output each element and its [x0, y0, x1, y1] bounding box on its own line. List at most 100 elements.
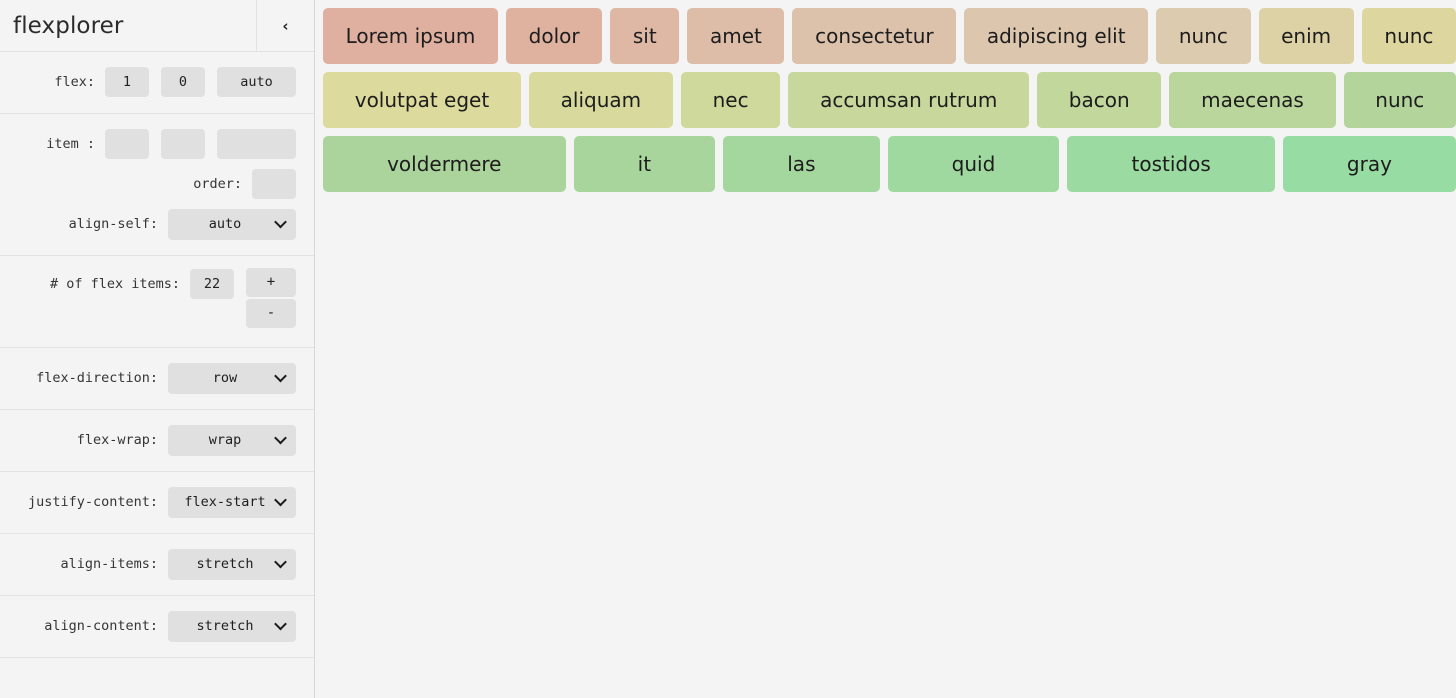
justify-content-row: justify-content: flex-startflex-endcenter…	[0, 482, 314, 522]
flex-item-label: Lorem ipsum	[345, 24, 476, 48]
flex-item-label: bacon	[1068, 88, 1130, 112]
flex-item-label: accumsan rutrum	[820, 88, 998, 112]
flex-item[interactable]: tostidos	[1067, 136, 1275, 192]
preview-area: Lorem ipsum dolor sit amet consectetur adipis…	[315, 0, 1456, 698]
flex-item[interactable]: nunc	[1343, 72, 1456, 128]
justify-content-select-wrap: flex-startflex-endcenterspace-betweenspa…	[168, 486, 296, 518]
item-extra-input[interactable]	[217, 129, 296, 159]
item-dimensions-row: item :	[0, 124, 314, 164]
flex-item-label: consectetur	[815, 24, 934, 48]
section-item-properties: item : order: align-self: autoflex-start…	[0, 114, 314, 256]
justify-content-label: justify-content:	[27, 494, 158, 510]
section-flex-shorthand: flex:	[0, 52, 314, 114]
flex-item-label: gray	[1346, 152, 1392, 176]
flex-item-label: tostidos	[1131, 152, 1211, 176]
flex-item-label: it	[637, 152, 652, 176]
section-flex-wrap: flex-wrap: nowrapwrapwrap-reverse	[0, 410, 314, 472]
flex-item[interactable]: dolor	[506, 8, 603, 64]
flex-wrap-label: flex-wrap:	[76, 432, 158, 448]
flex-direction-row: flex-direction: rowrow-reversecolumncolum…	[0, 358, 314, 398]
item-count-label: # of flex items:	[49, 276, 180, 292]
item-count-increment-button[interactable]: +	[246, 268, 296, 297]
flex-item[interactable]: maecenas	[1169, 72, 1336, 128]
flex-item[interactable]: sit	[610, 8, 680, 64]
align-content-select[interactable]: stretchflex-startflex-endcenterspace-bet…	[168, 610, 296, 642]
align-items-row: align-items: stretchflex-startflex-endcen…	[0, 544, 314, 584]
item-height-input[interactable]	[161, 129, 205, 159]
flex-item[interactable]: amet	[687, 8, 785, 64]
app-title: flexplorer	[13, 12, 124, 39]
flex-item[interactable]: bacon	[1037, 72, 1162, 128]
flex-item[interactable]: it	[573, 136, 716, 192]
flex-item[interactable]: nunc	[1361, 8, 1456, 64]
section-justify-content: justify-content: flex-startflex-endcenter…	[0, 472, 314, 534]
align-items-label: align-items:	[60, 556, 158, 572]
flex-wrap-row: flex-wrap: nowrapwrapwrap-reverse	[0, 420, 314, 460]
flex-wrap-select-wrap: nowrapwrapwrap-reverse	[168, 424, 296, 456]
align-content-label: align-content:	[44, 618, 158, 634]
flex-item[interactable]: las	[723, 136, 880, 192]
flex-item-label: nunc	[1375, 88, 1425, 112]
sidebar-header: flexplorer ‹	[0, 0, 314, 52]
sidebar-collapse-button[interactable]: ‹	[256, 0, 314, 51]
item-order-row: order:	[0, 164, 314, 204]
flex-item-label: nec	[712, 88, 749, 112]
flex-item-label: dolor	[528, 24, 580, 48]
flex-wrap-select[interactable]: nowrapwrapwrap-reverse	[168, 424, 296, 456]
flex-item-label: adipiscing elit	[986, 24, 1126, 48]
flex-item[interactable]: gray	[1282, 136, 1456, 192]
align-self-label: align-self:	[68, 216, 158, 232]
section-item-count: # of flex items: + -	[0, 256, 314, 348]
align-content-select-wrap: stretchflex-startflex-endcenterspace-bet…	[168, 610, 296, 642]
flex-direction-select-wrap: rowrow-reversecolumncolumn-reverse	[168, 362, 296, 394]
align-self-row: align-self: autoflex-startflex-endcenter…	[0, 204, 314, 244]
flex-direction-select[interactable]: rowrow-reversecolumncolumn-reverse	[168, 362, 296, 394]
align-content-row: align-content: stretchflex-startflex-endc…	[0, 606, 314, 646]
flex-item[interactable]: volutpat eget	[323, 72, 521, 128]
flex-item-label: nunc	[1178, 24, 1228, 48]
flex-item[interactable]: consectetur	[792, 8, 957, 64]
flex-item[interactable]: quid	[887, 136, 1060, 192]
flex-item[interactable]: voldermere	[323, 136, 566, 192]
item-count-row: # of flex items: + -	[0, 266, 314, 336]
flex-item[interactable]: nec	[680, 72, 781, 128]
flex-item[interactable]: adipiscing elit	[964, 8, 1149, 64]
item-width-input[interactable]	[105, 129, 149, 159]
flex-item-label: aliquam	[560, 88, 642, 112]
flex-item-label: las	[787, 152, 816, 176]
order-label: order:	[193, 176, 242, 192]
flex-item[interactable]: aliquam	[528, 72, 673, 128]
sidebar: flexplorer ‹ flex: item : order:	[0, 0, 315, 698]
flex-item-label: nunc	[1384, 24, 1434, 48]
align-items-select-wrap: stretchflex-startflex-endcenterbaseline	[168, 548, 296, 580]
flex-label: flex:	[54, 74, 95, 90]
flex-basis-input[interactable]	[217, 67, 296, 97]
flex-item-label: quid	[951, 152, 996, 176]
flex-item-label: voldermere	[387, 152, 502, 176]
flex-direction-label: flex-direction:	[36, 370, 158, 386]
section-align-content: align-content: stretchflex-startflex-endc…	[0, 596, 314, 658]
order-input[interactable]	[252, 169, 296, 199]
item-count-decrement-button[interactable]: -	[246, 299, 296, 328]
flex-item[interactable]: enim	[1258, 8, 1354, 64]
flex-shrink-input[interactable]	[161, 67, 205, 97]
item-count-input[interactable]	[190, 269, 234, 299]
flex-item-label: maecenas	[1201, 88, 1304, 112]
section-flex-direction: flex-direction: rowrow-reversecolumncolum…	[0, 348, 314, 410]
flex-grow-input[interactable]	[105, 67, 149, 97]
flex-item-label: enim	[1281, 24, 1332, 48]
align-items-select[interactable]: stretchflex-startflex-endcenterbaseline	[168, 548, 296, 580]
flex-item[interactable]: accumsan rutrum	[788, 72, 1030, 128]
align-self-select-wrap: autoflex-startflex-endcenterbaselinestre…	[168, 208, 296, 240]
flex-item[interactable]: nunc	[1156, 8, 1251, 64]
item-count-stepper: + -	[246, 268, 296, 328]
section-align-items: align-items: stretchflex-startflex-endcen…	[0, 534, 314, 596]
flex-container: Lorem ipsum dolor sit amet consectetur adipis…	[323, 8, 1456, 192]
flex-item[interactable]: Lorem ipsum	[323, 8, 499, 64]
flex-item-label: sit	[632, 24, 657, 48]
flex-shorthand-row: flex:	[0, 62, 314, 102]
justify-content-select[interactable]: flex-startflex-endcenterspace-betweenspa…	[168, 486, 296, 518]
item-label: item :	[46, 136, 95, 152]
align-self-select[interactable]: autoflex-startflex-endcenterbaselinestre…	[168, 208, 296, 240]
